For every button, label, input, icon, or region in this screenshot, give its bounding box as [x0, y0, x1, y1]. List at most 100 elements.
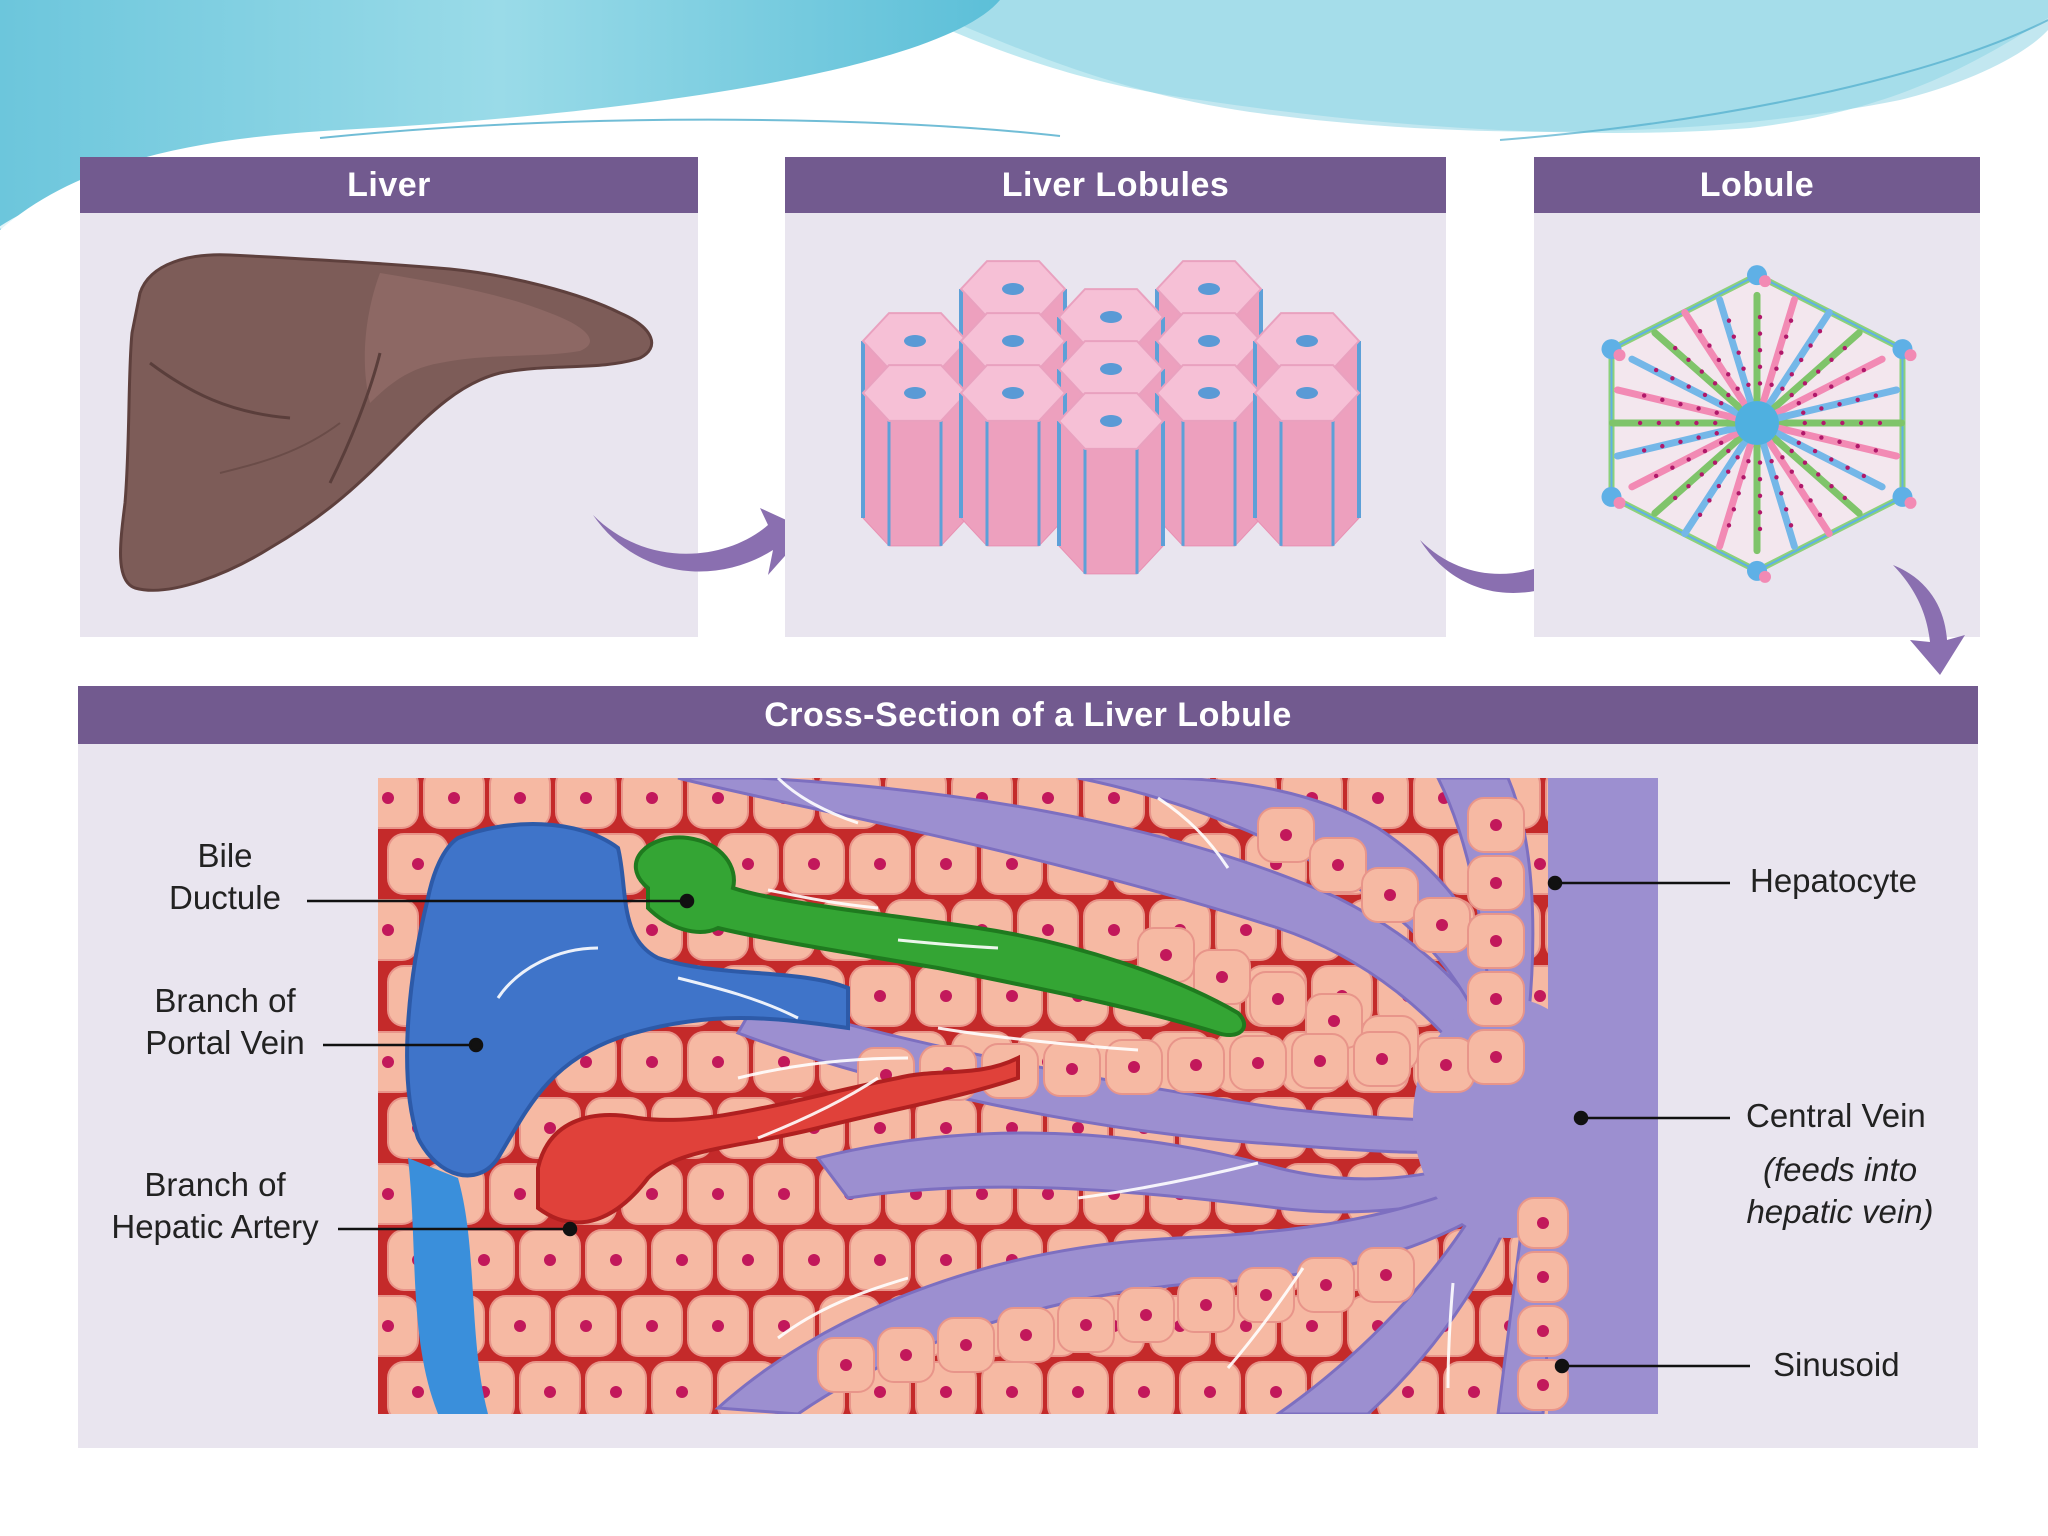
liver-panel-title: Liver — [347, 166, 431, 204]
flow-arrow — [1077, 1161, 1259, 1200]
flow-arrow — [737, 1056, 909, 1080]
lobule-nucleus — [1816, 472, 1821, 477]
lobule-nucleus — [1716, 483, 1722, 489]
lobule-cord — [1681, 308, 1761, 427]
lobule-nucleus — [1697, 329, 1703, 334]
flow-arrow — [1226, 1267, 1305, 1369]
lobule-nucleus — [1789, 469, 1794, 474]
lobule-nucleus — [1641, 448, 1647, 453]
lobule-nucleus — [1873, 393, 1879, 398]
hepatocyte-nucleus — [808, 1254, 820, 1266]
hepatocyte-nucleus — [940, 1254, 952, 1266]
hepatocyte-nucleus — [1006, 858, 1018, 870]
lobule-nucleus — [1707, 498, 1712, 503]
lobule-nucleus — [1798, 483, 1804, 489]
hepatocyte-nucleus — [976, 1188, 988, 1200]
lobule-cord — [1628, 355, 1761, 427]
lobule-nucleus — [1769, 459, 1774, 464]
lobule-nucleus — [1641, 393, 1647, 398]
hepatocyte-nucleus — [1402, 1386, 1414, 1398]
hepatocyte-nucleus — [742, 858, 754, 870]
lobule-nucleus — [1719, 401, 1724, 406]
hepatocyte-nucleus — [960, 1339, 972, 1351]
hepatocyte-cell — [378, 1295, 419, 1357]
lobule-nucleus — [1757, 476, 1763, 482]
lobule-nucleus — [1673, 345, 1678, 351]
lobule-nucleus — [1726, 523, 1732, 528]
hepatocyte-nucleus — [874, 1254, 886, 1266]
lobule-nucleus — [1757, 331, 1763, 336]
hepatocyte-nucleus — [382, 1320, 394, 1332]
central-vein-dot — [1198, 335, 1220, 347]
lobule-nucleus — [1837, 439, 1842, 445]
flow-arrow — [757, 1076, 879, 1140]
hepatocyte-nucleus — [1140, 1309, 1152, 1321]
lobule-nucleus — [1842, 495, 1847, 501]
lobule-nucleus — [1855, 397, 1860, 403]
lobule-nucleus — [1726, 318, 1732, 323]
lobule-nucleus — [1877, 420, 1883, 426]
hepatocyte-nucleus — [1537, 1379, 1549, 1391]
hepatocyte-nucleus — [646, 1320, 658, 1332]
hepatocyte-nucleus — [900, 1349, 912, 1361]
lobule-central-vein — [1735, 401, 1779, 445]
flow-arrow — [1446, 1282, 1455, 1389]
lobule-prism — [959, 364, 1067, 547]
header-wave — [0, 0, 2048, 230]
lobule-nucleus — [1736, 350, 1741, 355]
lobule-nucleus — [1702, 392, 1708, 398]
hepatocyte-nucleus — [1216, 971, 1228, 983]
lobule-nucleus — [1653, 367, 1659, 373]
central-vein-dot — [1100, 363, 1122, 375]
hepatocyte-nucleus — [1128, 1061, 1140, 1073]
hepatocyte-nucleus — [448, 792, 460, 804]
lobule-panel-title: Lobule — [1699, 166, 1815, 204]
hepatocyte-nucleus — [382, 1188, 394, 1200]
hepatic-artery-label-line1: Branch of — [144, 1166, 286, 1203]
lobule-nucleus — [1779, 491, 1784, 496]
hepatocyte-nucleus — [742, 1254, 754, 1266]
central-vein-dot — [904, 387, 926, 399]
lobule-nucleus — [1757, 510, 1763, 515]
central-vein-dot — [1198, 283, 1220, 295]
lobule-nucleus — [1783, 334, 1789, 339]
lobule-nucleus — [1780, 386, 1785, 391]
hepatocyte-nucleus — [676, 1386, 688, 1398]
lobule-cord — [1753, 386, 1901, 427]
central-vein-dot — [1002, 283, 1024, 295]
flow-arrow — [777, 1276, 909, 1340]
hepatocyte-nucleus — [1042, 792, 1054, 804]
central-vein-dot — [1100, 415, 1122, 427]
lobule-nucleus — [1788, 318, 1794, 323]
lobule-cord — [1753, 419, 1886, 491]
lobule-prism — [1253, 364, 1361, 547]
lobule-nucleus — [1789, 372, 1794, 377]
lobule-nucleus — [1796, 440, 1801, 445]
hepatocyte-nucleus — [610, 1254, 622, 1266]
portal-triad-artery — [1904, 496, 1917, 509]
lobule-nucleus — [1686, 457, 1691, 462]
flow-arrow — [677, 976, 799, 1020]
lobule-nucleus — [1670, 376, 1675, 381]
hepatocyte-nucleus — [1537, 1217, 1549, 1229]
lobule-nucleus — [1845, 376, 1850, 381]
lobule-nucleus — [1731, 507, 1737, 512]
flow-arrow — [496, 946, 599, 999]
lobule-nucleus — [1873, 448, 1879, 453]
lobule-nucleus — [1670, 465, 1675, 470]
lobule-nucleus — [1678, 401, 1683, 407]
lobule-nucleus — [1812, 448, 1818, 454]
lobule-nucleus — [1714, 410, 1719, 415]
lobule-nucleus — [1653, 473, 1659, 479]
portal-vein-label-line1: Branch of — [154, 982, 296, 1019]
hepatic-artery-label-line2: Hepatic Artery — [111, 1208, 319, 1245]
hepatocyte-cell — [378, 778, 419, 829]
lobule-nucleus — [1796, 401, 1801, 406]
bile-ductule — [633, 835, 1247, 1037]
hepatocyte-nucleus — [1534, 858, 1546, 870]
lobule-nucleus — [1686, 357, 1691, 363]
hepatocyte-nucleus — [544, 1254, 556, 1266]
hepatocyte-nucleus — [580, 792, 592, 804]
flow-arrow — [897, 938, 999, 950]
lobule-nucleus — [1802, 460, 1808, 465]
